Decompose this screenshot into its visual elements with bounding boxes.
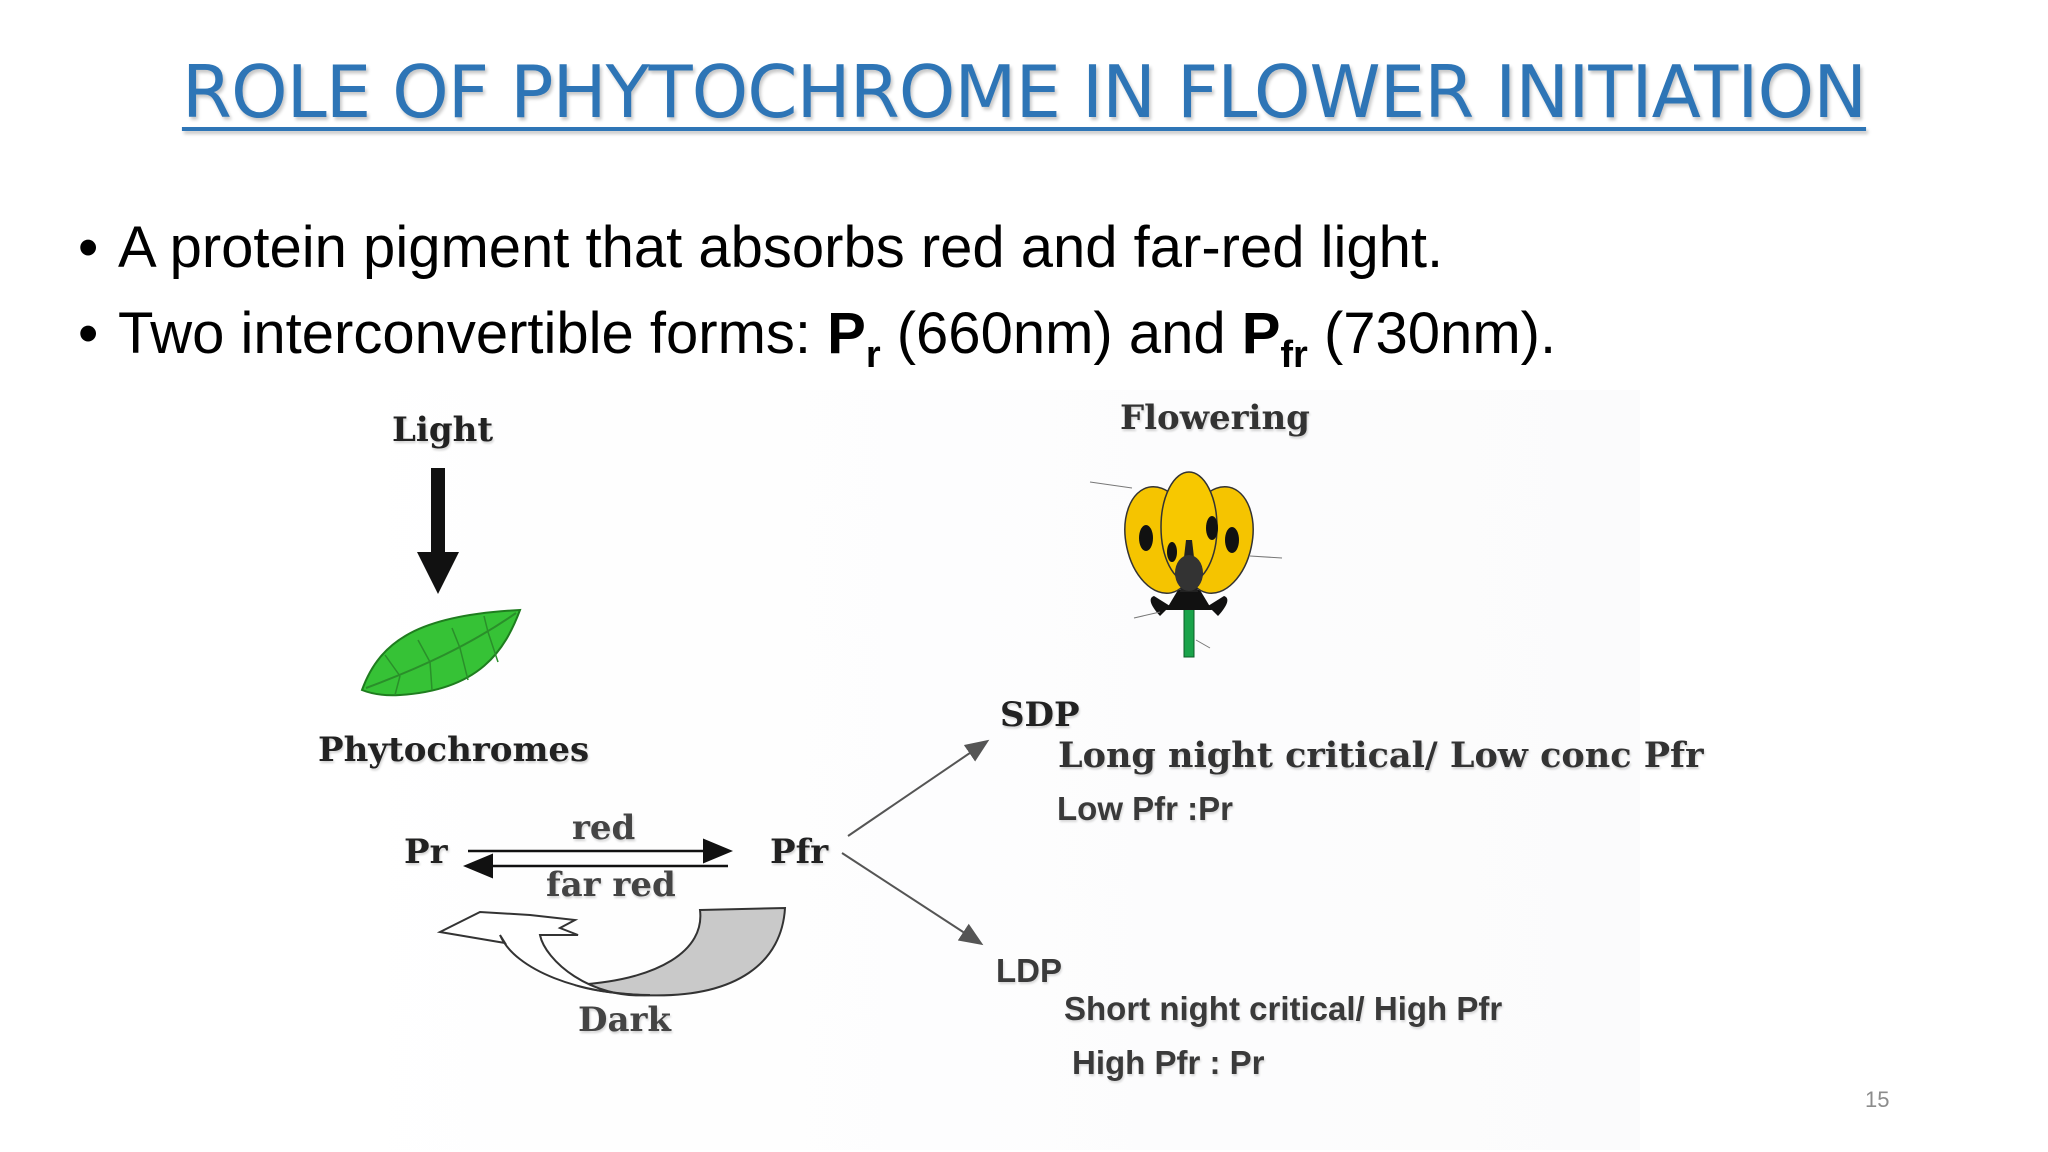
dark-label: Dark <box>578 1000 671 1040</box>
pfr-form-sub: fr <box>1280 334 1308 376</box>
pr-form-sub: r <box>865 334 881 376</box>
bullet-dot: • <box>78 301 99 366</box>
bullet-2-prefix: Two interconvertible forms: <box>118 301 828 366</box>
flowering-label: Flowering <box>1120 398 1310 438</box>
diagram-panel <box>300 390 1640 1150</box>
leaf-icon <box>360 608 522 697</box>
bullet-dot: • <box>78 215 99 280</box>
bullet-2-suffix: (730nm). <box>1307 301 1557 366</box>
bullet-2-middle: (660nm) and <box>880 301 1242 366</box>
sdp-line-2: Low Pfr :Pr <box>1057 790 1234 827</box>
bullet-1-text: A protein pigment that absorbs red and f… <box>118 215 1444 280</box>
page-number: 15 <box>1865 1087 1890 1112</box>
sdp-label: SDP <box>1000 695 1080 735</box>
bullet-list: • A protein pigment that absorbs red and … <box>78 205 1556 398</box>
far-red-label: far red <box>546 865 676 905</box>
pfr-label: Pfr <box>770 832 829 872</box>
pr-label: Pr <box>404 832 448 872</box>
sdp-line-1: Long night critical/ Low conc Pfr <box>1058 735 1704 776</box>
pr-form: Pr <box>827 301 880 376</box>
bullet-item-2: • Two interconvertible forms: Pr (660nm) … <box>78 291 1556 398</box>
slide-title-text: ROLE OF PHYTOCHROME IN FLOWER INITIATION <box>181 50 1867 134</box>
bullet-item-1: • A protein pigment that absorbs red and … <box>78 205 1556 291</box>
light-arrow <box>417 468 459 594</box>
slide-title: ROLE OF PHYTOCHROME IN FLOWER INITIATION <box>0 50 2048 134</box>
ldp-label: LDP <box>996 952 1062 989</box>
pfr-to-sdp-arrow <box>847 739 990 837</box>
pfr-form-main: P <box>1241 301 1281 366</box>
pfr-to-ldp-arrow <box>841 852 984 946</box>
pr-form-main: P <box>827 301 866 366</box>
ldp-line-2: High Pfr : Pr <box>1072 1044 1265 1081</box>
ldp-line-1: Short night critical/ High Pfr <box>1064 990 1503 1027</box>
red-label: red <box>572 808 636 848</box>
flower-icon <box>1089 471 1283 658</box>
phytochromes-label: Phytochromes <box>318 730 590 770</box>
dark-reversion-arrow <box>436 906 787 997</box>
light-label: Light <box>392 410 494 450</box>
pfr-form: Pfr <box>1241 301 1308 376</box>
